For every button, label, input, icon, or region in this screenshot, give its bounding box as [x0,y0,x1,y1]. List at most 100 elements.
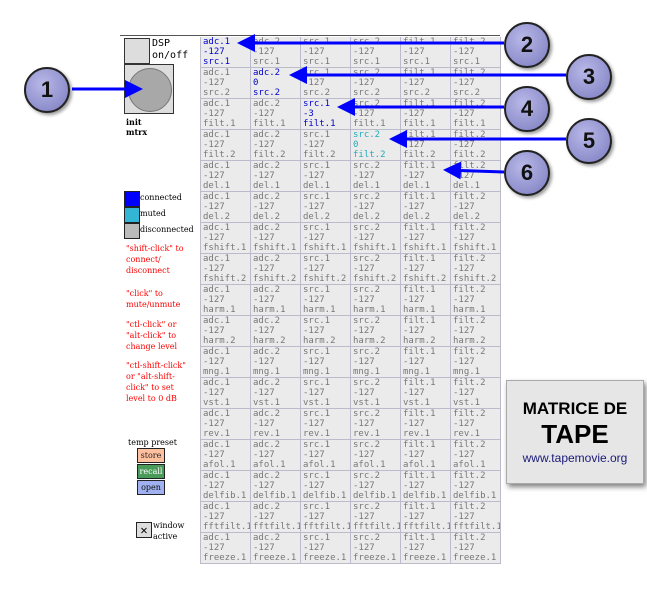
store-button[interactable]: store [137,448,165,463]
window-active-label: window active [153,521,185,541]
open-button[interactable]: open [137,480,165,495]
cell-output: fshift.1 [353,243,397,253]
recall-button[interactable]: recall [137,464,165,479]
window-active-checkbox[interactable]: ✕ [136,522,152,538]
cell-output: fftfilt.1 [403,522,451,532]
dsp-toggle[interactable] [124,38,150,64]
